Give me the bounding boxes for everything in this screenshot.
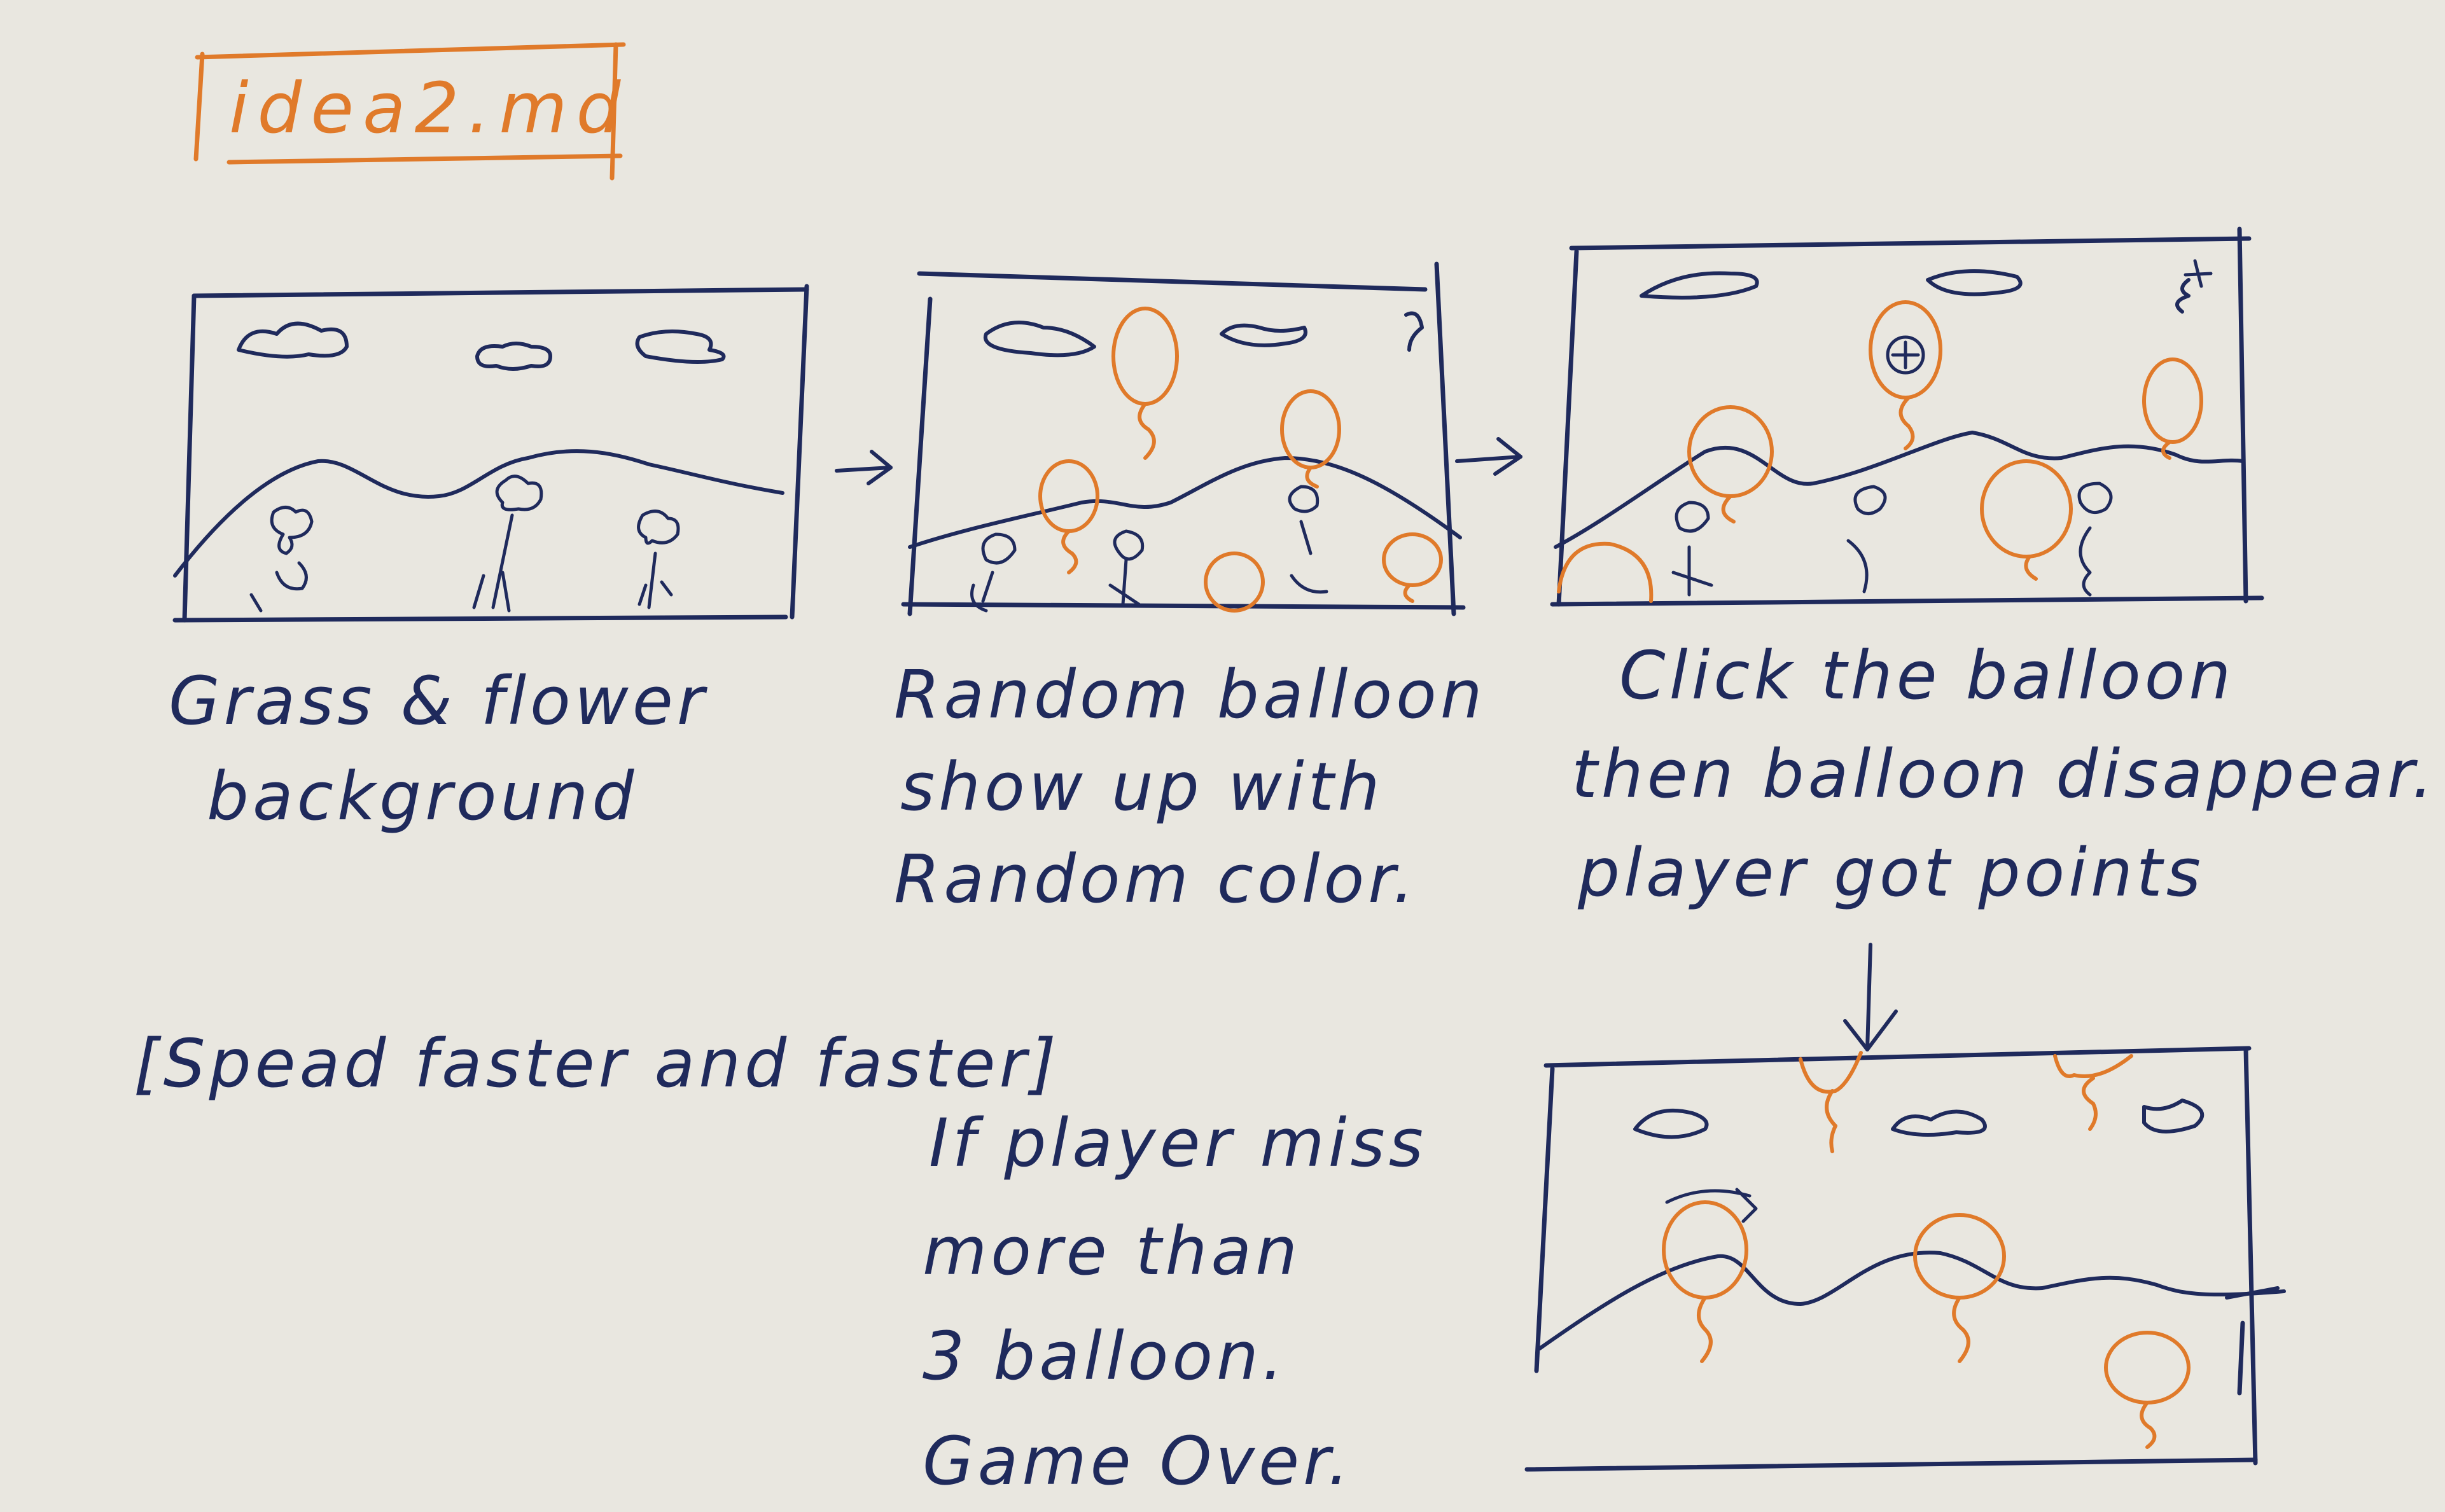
page-title: idea2.md — [229, 67, 630, 149]
gameover-line-1: If player miss — [929, 1104, 1427, 1182]
balloon-icon — [1111, 307, 1179, 460]
cloud-icon — [2142, 1099, 2205, 1134]
panel-3-clouds — [1640, 269, 2191, 314]
panel-4-frame — [1524, 1046, 2258, 1472]
flower-icon — [1846, 485, 1887, 593]
cloud-icon — [1640, 271, 1759, 300]
crosshair-icon — [1886, 259, 2213, 375]
flower-icon — [970, 532, 1017, 613]
panel-2-caption-line-1: Random balloon — [894, 656, 1486, 733]
panel-3-caption-line-2: then balloon disappear. — [1571, 735, 2437, 813]
panel-1-clouds — [237, 321, 726, 371]
panel-1-frame — [172, 284, 809, 623]
balloon-icon — [1038, 459, 1099, 574]
cloud-icon — [635, 329, 726, 364]
balloon-icon — [1557, 541, 1654, 603]
cloud-icon — [1220, 323, 1307, 347]
panel-2-caption-line-3: Random color. — [894, 840, 1418, 918]
speed-note: [Spead faster and faster] — [134, 1025, 1060, 1102]
panel-3-balloons — [1557, 300, 2203, 603]
balloon-icon — [1662, 1200, 1748, 1363]
balloon-icon — [2104, 1331, 2191, 1449]
panel-2-flowers — [970, 485, 1328, 613]
panel-1-caption-line-2: background — [207, 758, 638, 835]
gameover-line-2: more than — [923, 1212, 1302, 1290]
title-box — [193, 42, 626, 181]
panel-2-caption-line-2: show up with — [900, 748, 1384, 826]
panel-4-hills — [1538, 1251, 2286, 1350]
panel-1-caption-line-1: Grass & flower — [169, 662, 708, 740]
balloon-icon — [1382, 532, 1443, 603]
flower-icon — [1288, 485, 1328, 594]
flower-icon — [637, 510, 680, 609]
panel-1-hills — [173, 449, 784, 578]
balloon-icon — [1869, 300, 1942, 450]
cloud-icon — [1891, 1109, 1987, 1137]
cloud-icon — [1404, 311, 1424, 352]
cloud-icon — [1633, 1108, 1709, 1139]
panel-4-balloons — [1662, 1051, 2191, 1449]
balloon-icon — [1204, 551, 1265, 613]
flower-icon — [2077, 482, 2113, 597]
flower-icon — [472, 475, 543, 613]
panel-4-side-line — [2225, 1286, 2280, 1300]
panel-4-clouds — [1633, 1099, 2205, 1139]
cloud-icon — [1926, 269, 2023, 296]
panel-2-balloons — [1038, 307, 1443, 613]
balloon-icon — [2142, 357, 2203, 460]
cloud-icon — [983, 321, 1096, 357]
panel-3-caption-line-1: Click the balloon — [1619, 637, 2235, 714]
balloon-icon — [2053, 1054, 2133, 1131]
flower-icon — [1108, 529, 1145, 606]
panel-3-caption-line-3: player got points — [1578, 834, 2205, 912]
balloon-icon — [1980, 459, 2073, 581]
flower-icon — [1671, 501, 1713, 597]
arrow-right-icon — [835, 450, 893, 485]
cloud-icon — [237, 321, 349, 359]
panel-3-flowers — [1671, 482, 2113, 597]
panel-4-balloon-bow — [1665, 1188, 1758, 1223]
balloon-icon — [1687, 405, 1774, 524]
panel-2-hills — [908, 456, 1462, 549]
panel-2-frame — [901, 261, 1466, 616]
cloud-icon — [475, 342, 552, 371]
arrow-right-icon — [1455, 437, 1522, 476]
gameover-line-4: Game Over. — [923, 1422, 1353, 1500]
balloon-icon — [1913, 1213, 2006, 1363]
panel-3-hills — [1554, 431, 2245, 549]
panel-2-clouds — [983, 311, 1424, 357]
balloon-icon — [1799, 1051, 1863, 1153]
cloud-icon — [2175, 278, 2191, 314]
panel-1-flowers — [249, 475, 680, 613]
balloon-icon — [1280, 389, 1341, 489]
flower-icon — [249, 506, 314, 613]
gameover-line-3: 3 balloon. — [923, 1317, 1287, 1395]
arrow-down-icon — [1843, 943, 1898, 1051]
